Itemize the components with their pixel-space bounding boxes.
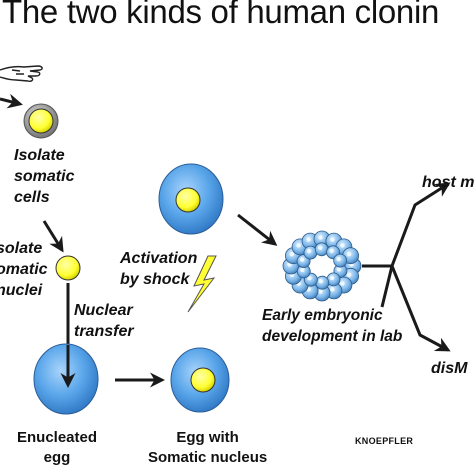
label-nuclear-transfer: Nuclear transfer: [74, 302, 134, 340]
somatic-cell: [23, 103, 59, 139]
label-activation: Activation by shock: [120, 250, 198, 288]
label-enucleated-egg: Enucleated egg: [17, 429, 98, 466]
somatic-nucleus: [55, 255, 81, 281]
embryo-cell-highlight: [318, 289, 323, 294]
embryo-cell-highlight: [330, 287, 335, 292]
label-isolate-cells: Isolate somatic cells: [14, 147, 75, 206]
embryo-cell-highlight: [296, 243, 301, 248]
embryo-cell-highlight: [330, 237, 335, 242]
embryo-cell-highlight: [329, 275, 335, 281]
lightning-bolt-icon: [187, 255, 217, 313]
embryo-cell-highlight: [318, 279, 323, 284]
activated-egg: [158, 163, 224, 235]
embryo-cell-highlight: [340, 281, 345, 286]
embryo-cell-highlight: [307, 276, 312, 281]
embryo-cell-highlight: [318, 235, 323, 240]
embryo-blastocyst: [282, 230, 362, 302]
embryo-cavity: [311, 257, 333, 275]
embryo-cell-highlight: [340, 243, 345, 248]
embryo-cell-highlight: [329, 248, 334, 253]
embryo-cell-highlight: [346, 272, 352, 277]
label-discard: disM: [431, 360, 468, 377]
hand-icon: [0, 65, 43, 82]
embryo-cell-highlight: [306, 248, 312, 254]
label-egg-with-nucleus: Egg with Somatic nucleus: [148, 429, 268, 466]
label-isolate-nuclei: solate omatic nuclei: [0, 240, 48, 299]
embryo-cell-highlight: [289, 252, 295, 257]
arrow-into-cell: [0, 93, 23, 109]
page-title: The two kinds of human clonin: [2, 0, 440, 30]
enucleated-egg: [33, 343, 99, 415]
signature: KNOEPFLER: [355, 436, 414, 446]
embryo-cell-highlight: [300, 267, 305, 273]
arrow-egg-to-embryo: [237, 213, 278, 246]
embryo-cell-highlight: [346, 252, 352, 257]
embryo-cell-highlight: [336, 256, 341, 262]
branch-arrows: [362, 182, 451, 352]
embryo-cell-highlight: [336, 267, 342, 272]
embryo-cell-highlight: [299, 257, 305, 262]
arrow-cells-to-nuclei: [42, 220, 64, 253]
embryo-cell-highlight: [306, 237, 311, 242]
egg-with-somatic-nucleus: [170, 347, 230, 413]
label-host: host m: [422, 174, 474, 191]
label-early-development: Early embryonic development in lab: [262, 307, 403, 345]
embryo-cell-highlight: [318, 245, 323, 250]
